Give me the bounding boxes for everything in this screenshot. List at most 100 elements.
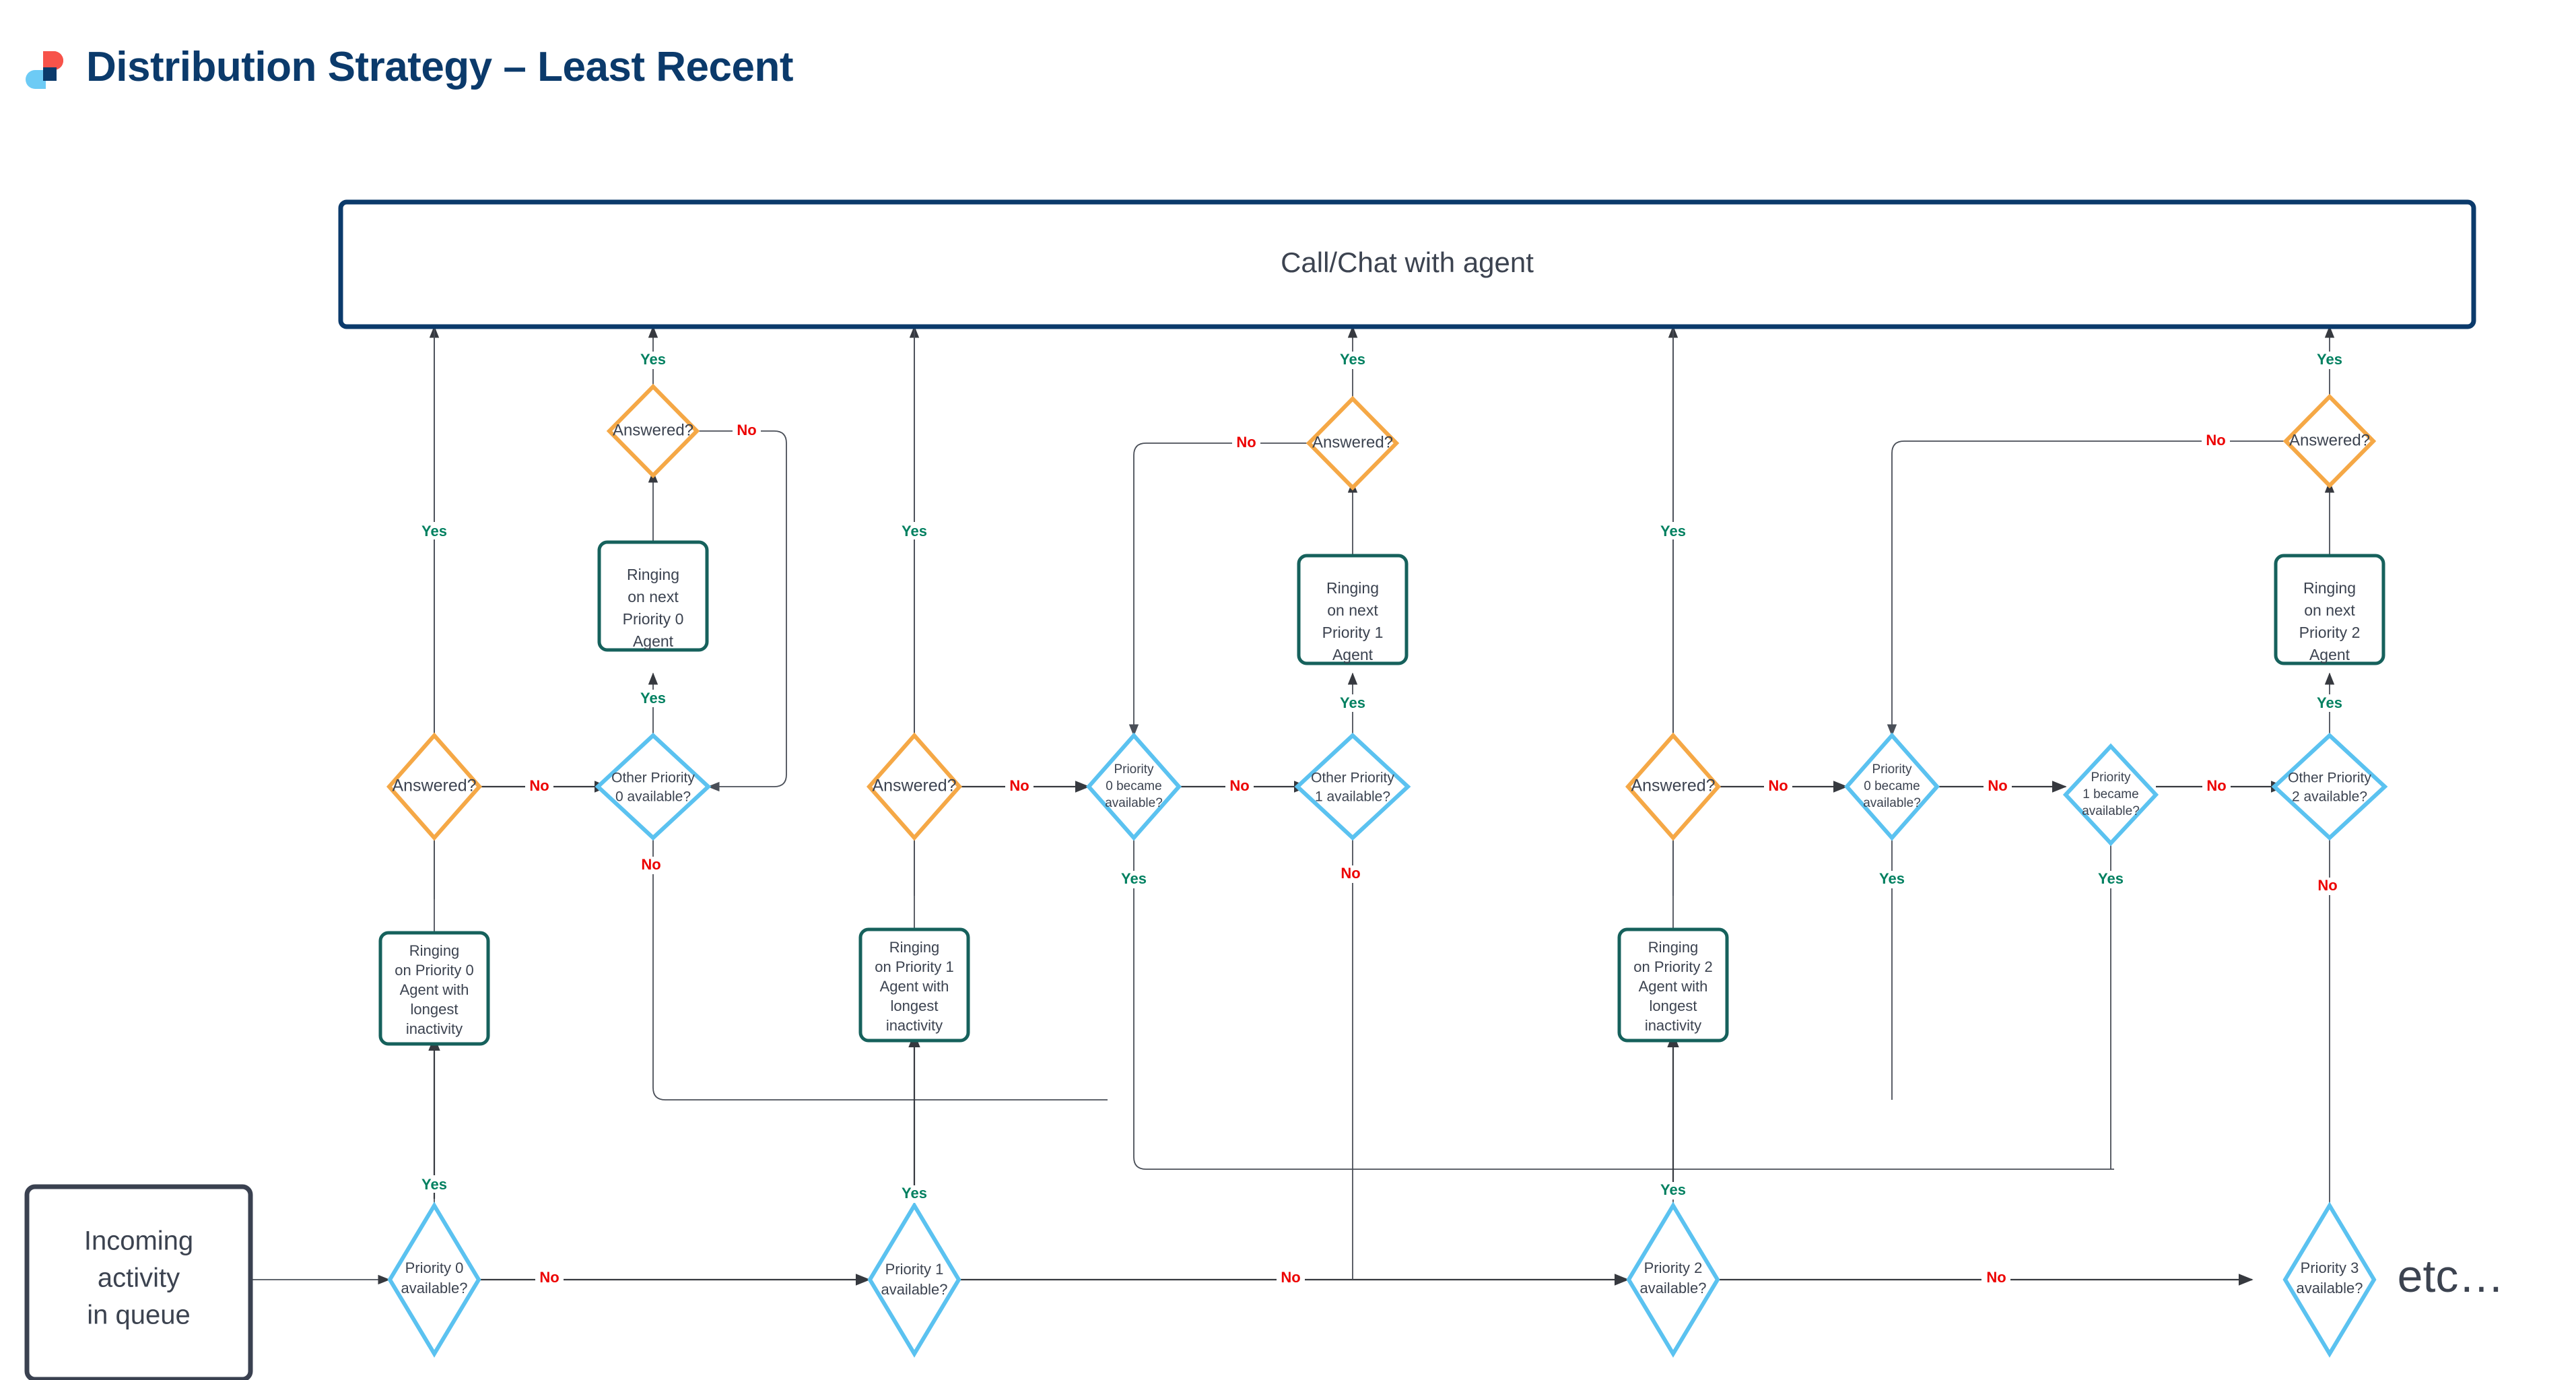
svg-text:Agent with: Agent with (400, 981, 469, 998)
edge-label-answered0-no: No (529, 777, 549, 794)
edge-label-p1became-no: No (2206, 777, 2226, 794)
edge-label-otherp0-no: No (641, 856, 660, 873)
svg-text:Ringing: Ringing (1648, 939, 1699, 956)
node-priority-1-became-available[interactable]: Priority 1 became available? (2062, 743, 2159, 847)
node-call-chat-with-agent[interactable]: Call/Chat with agent (338, 199, 2476, 329)
node-answered-1[interactable]: Answered? (867, 732, 962, 841)
node-priority-1-available[interactable]: Priority 1 available? (867, 1202, 961, 1358)
edge-label-otherp1-yes: Yes (1340, 694, 1365, 711)
edge-label-otherp2-no: No (2317, 877, 2337, 894)
node-answered-0b[interactable]: Answered? (606, 383, 700, 479)
edge-label-avail1-no: No (1281, 1269, 1300, 1286)
svg-text:on Priority 0: on Priority 0 (395, 962, 473, 979)
edge-label-p1became-yes: Yes (2098, 870, 2124, 887)
node-priority-0-available[interactable]: Priority 0 available? (387, 1202, 481, 1358)
svg-text:Priority 1: Priority 1 (885, 1261, 944, 1278)
svg-text:0 became: 0 became (1864, 779, 1920, 793)
svg-text:inactivity: inactivity (1645, 1017, 1701, 1034)
node-answered-0[interactable]: Answered? (386, 732, 482, 841)
svg-text:Answered?: Answered? (392, 777, 476, 795)
node-other-priority-0-available[interactable]: Other Priority 0 available? (595, 732, 712, 841)
edge-otherp0-no (652, 826, 1108, 1100)
edge-label-otherp1-no: No (1341, 865, 1360, 882)
svg-text:available?: available? (401, 1280, 467, 1296)
page-header: Distribution Strategy – Least Recent (0, 0, 2576, 114)
svg-text:on next: on next (628, 588, 679, 605)
edge-label-p0became-yes: Yes (1121, 870, 1147, 887)
svg-text:available?: available? (1105, 796, 1163, 810)
svg-text:Priority 2: Priority 2 (1644, 1259, 1703, 1276)
edge-label-answered0b-no: No (737, 422, 756, 438)
svg-text:Priority: Priority (1114, 762, 1154, 777)
svg-text:Priority: Priority (2091, 770, 2131, 785)
svg-text:Priority 0: Priority 0 (623, 610, 684, 628)
node-answered-2[interactable]: Answered? (1625, 732, 1721, 841)
node-other-priority-2-available[interactable]: Other Priority 2 available? (2271, 732, 2388, 841)
edge-label-avail1-yes: Yes (902, 1185, 927, 1202)
edge-label-avail0-no: No (539, 1269, 559, 1286)
node-etc-label: etc… (2398, 1251, 2505, 1302)
node-priority-0-became-available-a[interactable]: Priority 0 became available? (1086, 732, 1182, 841)
node-answered-1b[interactable]: Answered? (1306, 395, 1400, 491)
svg-text:longest: longest (411, 1001, 459, 1018)
node-ringing-priority-2-longest-inactivity[interactable]: Ringing on Priority 2 Agent with longest… (1617, 927, 1729, 1043)
svg-text:available?: available? (2296, 1280, 2363, 1296)
svg-text:available?: available? (1639, 1280, 1706, 1296)
svg-text:Incoming: Incoming (84, 1226, 193, 1256)
edge-label-answered1b-no: No (1236, 434, 1256, 451)
node-priority-2-available[interactable]: Priority 2 available? (1626, 1202, 1720, 1358)
node-ringing-next-priority-0-agent[interactable]: Ringing on next Priority 0 Agent (597, 540, 709, 652)
node-ringing-next-priority-2-agent[interactable]: Ringing on next Priority 2 Agent (2274, 554, 2385, 665)
visio-logo-icon (26, 51, 63, 89)
edge-label-answered1-no: No (1009, 777, 1029, 794)
node-ringing-priority-1-longest-inactivity[interactable]: Ringing on Priority 1 Agent with longest… (858, 927, 970, 1043)
svg-text:Answered?: Answered? (1312, 433, 1393, 451)
svg-text:on Priority 1: on Priority 1 (875, 958, 953, 975)
node-incoming-activity-in-queue[interactable]: Incoming activity in queue (24, 1184, 253, 1380)
edge-answered0b-no (697, 430, 787, 792)
svg-text:Ringing: Ringing (2303, 579, 2356, 597)
edge-label-p0became-b-yes: Yes (1879, 870, 1905, 887)
node-priority-3-available[interactable]: Priority 3 available? (2282, 1202, 2377, 1358)
connector-layer (250, 325, 2335, 1286)
svg-text:Priority 0: Priority 0 (405, 1259, 464, 1276)
edge-label-otherp0-yes: Yes (640, 690, 666, 707)
svg-text:available?: available? (1863, 796, 1921, 810)
svg-text:Ringing: Ringing (627, 566, 679, 583)
edge-label-p0became-no: No (1229, 777, 1249, 794)
svg-text:Answered?: Answered? (2289, 431, 2370, 449)
svg-text:Priority 2: Priority 2 (2299, 624, 2361, 641)
svg-text:Agent: Agent (2309, 646, 2350, 663)
svg-text:Agent: Agent (633, 632, 674, 650)
svg-text:Other Priority: Other Priority (1311, 770, 1394, 786)
svg-text:Priority 1: Priority 1 (1322, 624, 1384, 641)
svg-text:Other Priority: Other Priority (611, 770, 695, 786)
svg-text:longest: longest (1650, 997, 1697, 1014)
svg-text:on next: on next (1327, 601, 1378, 619)
svg-text:0 available?: 0 available? (615, 789, 691, 805)
edge-label-answered2b-yes: Yes (2317, 351, 2342, 368)
svg-text:Ringing: Ringing (889, 939, 940, 956)
svg-text:2 available?: 2 available? (2292, 789, 2367, 805)
page-title: Distribution Strategy – Least Recent (86, 44, 794, 90)
node-ringing-next-priority-1-agent[interactable]: Ringing on next Priority 1 Agent (1297, 554, 1409, 665)
node-priority-0-became-available-b[interactable]: Priority 0 became available? (1844, 732, 1940, 841)
edge-answered2b-no (1887, 440, 2286, 737)
svg-text:activity: activity (98, 1263, 180, 1293)
svg-text:inactivity: inactivity (406, 1020, 463, 1037)
edge-label-answered1b-yes: Yes (1340, 351, 1365, 368)
svg-text:1 available?: 1 available? (1315, 789, 1390, 805)
svg-text:Answered?: Answered? (872, 777, 956, 795)
svg-text:in queue: in queue (87, 1301, 190, 1330)
svg-text:Agent with: Agent with (880, 978, 949, 995)
edge-label-answered0-yes: Yes (421, 523, 447, 539)
node-ringing-priority-0-longest-inactivity[interactable]: Ringing on Priority 0 Agent with longest… (378, 931, 490, 1046)
node-answered-2b[interactable]: Answered? (2282, 393, 2377, 489)
svg-text:on Priority 2: on Priority 2 (1633, 958, 1712, 975)
svg-text:Priority 3: Priority 3 (2301, 1259, 2359, 1276)
edge-label-layer: Yes No Yes No No Yes Yes No Yes No Yes N… (418, 351, 2346, 1287)
svg-text:available?: available? (881, 1281, 947, 1298)
node-other-priority-1-available[interactable]: Other Priority 1 available? (1294, 732, 1411, 841)
edge-label-answered0b-yes: Yes (640, 351, 666, 368)
